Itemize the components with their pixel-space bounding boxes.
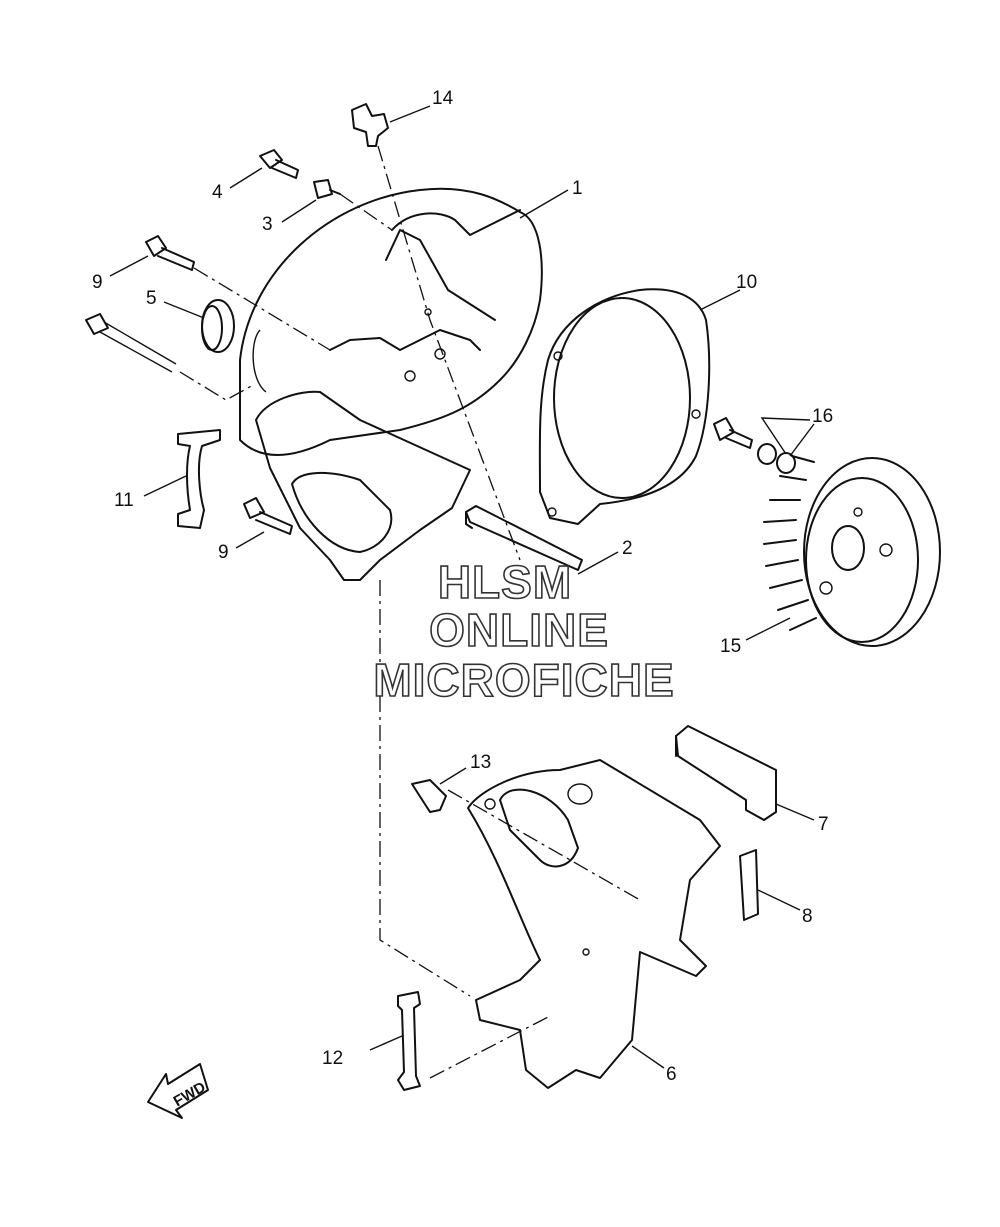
part-2-block bbox=[465, 505, 583, 571]
leader-lines bbox=[109, 105, 815, 1069]
watermark-line-2: ONLINE bbox=[429, 604, 609, 656]
callout-9-upper: 9 bbox=[92, 272, 103, 293]
watermark: HLSM ONLINE MICROFICHE bbox=[373, 555, 675, 707]
callout-9-lower: 9 bbox=[218, 542, 229, 563]
callout-4: 4 bbox=[212, 182, 223, 203]
callout-6: 6 bbox=[666, 1064, 677, 1085]
callout-7: 7 bbox=[818, 814, 829, 835]
callout-10: 10 bbox=[736, 272, 757, 293]
part-14-clip bbox=[351, 103, 389, 147]
shroud-panel bbox=[255, 390, 471, 581]
part-3-screw bbox=[313, 179, 341, 199]
callout-16: 16 bbox=[812, 406, 833, 427]
callout-13: 13 bbox=[470, 752, 491, 773]
part-12-bracket bbox=[397, 991, 421, 1091]
part-9-bolt-lower bbox=[243, 497, 293, 535]
watermark-line-1: HLSM bbox=[438, 556, 572, 608]
callout-11: 11 bbox=[114, 490, 134, 511]
long-bolt bbox=[85, 313, 177, 373]
watermark-line-3: MICROFICHE bbox=[373, 654, 674, 706]
assembly-lines bbox=[179, 145, 641, 1079]
callout-14: 14 bbox=[432, 88, 454, 109]
callout-15: 15 bbox=[720, 636, 741, 657]
part-4-bolt bbox=[259, 149, 299, 179]
fwd-label: FWD bbox=[171, 1079, 209, 1111]
part-11-bracket bbox=[177, 429, 221, 529]
callout-12: 12 bbox=[322, 1048, 343, 1069]
part-1-fan-housing bbox=[239, 187, 543, 456]
callout-1: 1 bbox=[572, 178, 583, 199]
part-8-strip bbox=[739, 849, 759, 921]
callout-8: 8 bbox=[802, 906, 813, 927]
part-16-bolt-washers bbox=[713, 417, 796, 474]
part-13-plug bbox=[411, 779, 447, 813]
callout-5: 5 bbox=[146, 288, 157, 309]
part-5-grommet bbox=[201, 299, 235, 353]
part-7-block bbox=[675, 725, 777, 821]
callout-labels: 14 4 3 1 9 5 10 16 11 9 2 15 13 7 8 12 6 bbox=[92, 88, 833, 1085]
fwd-arrow-icon: FWD bbox=[147, 1063, 209, 1119]
part-15-flywheel bbox=[763, 455, 941, 647]
callout-2: 2 bbox=[622, 538, 633, 559]
part-10-plate bbox=[538, 288, 711, 525]
callout-3: 3 bbox=[262, 214, 273, 235]
part-9-bolt-upper bbox=[145, 235, 195, 271]
part-6-lower-cover bbox=[467, 759, 721, 1089]
